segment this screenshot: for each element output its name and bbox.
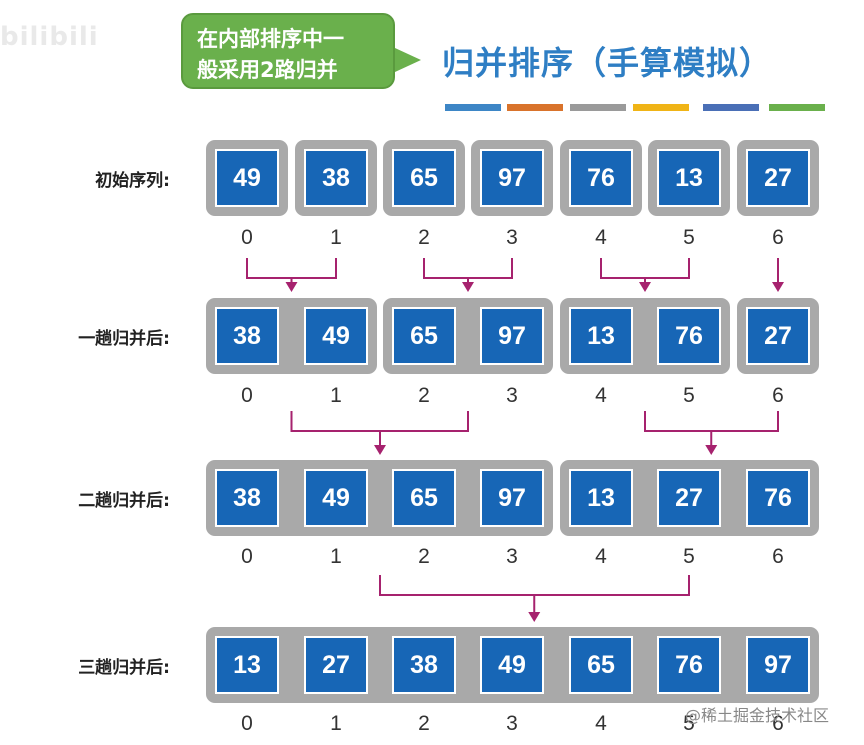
- array-cell: 38: [392, 636, 456, 694]
- callout-tail: [395, 48, 421, 72]
- color-bar-5: [703, 104, 759, 111]
- merge-connector: [290, 411, 469, 447]
- index-label: 2: [418, 384, 430, 407]
- array-cell: 49: [480, 636, 544, 694]
- array-cell: 13: [215, 636, 279, 694]
- index-label: 4: [595, 712, 607, 735]
- row-label-3: 三趟归并后:: [78, 658, 170, 678]
- index-label: 1: [330, 545, 342, 568]
- row-label-0: 初始序列:: [95, 171, 170, 191]
- index-label: 2: [418, 712, 430, 735]
- arrow-head: [639, 282, 651, 292]
- array-cell: 65: [569, 636, 633, 694]
- index-label: 3: [506, 226, 518, 249]
- callout-line-2: 般采用2路归并: [197, 58, 338, 82]
- index-label: 0: [241, 712, 253, 735]
- merge-connector: [644, 411, 779, 447]
- index-label: 1: [330, 226, 342, 249]
- index-label: 3: [506, 545, 518, 568]
- array-cell: 38: [215, 307, 279, 365]
- watermark: @稀土掘金技术社区: [685, 706, 830, 725]
- array-cell: 38: [304, 149, 368, 207]
- merge-connector: [246, 258, 337, 284]
- callout-line-1: 在内部排序中一: [197, 27, 344, 51]
- index-label: 4: [595, 545, 607, 568]
- index-label: 2: [418, 545, 430, 568]
- array-cell: 13: [569, 307, 633, 365]
- array-cell: 27: [746, 149, 810, 207]
- row-label-2: 二趟归并后:: [78, 491, 170, 511]
- color-bar-2: [507, 104, 563, 111]
- array-cell: 76: [746, 469, 810, 527]
- index-label: 4: [595, 384, 607, 407]
- index-label: 6: [772, 545, 784, 568]
- index-label: 5: [683, 712, 695, 735]
- index-label: 6: [772, 384, 784, 407]
- array-cell: 97: [480, 307, 544, 365]
- color-bar-4: [633, 104, 689, 111]
- array-cell: 76: [569, 149, 633, 207]
- array-cell: 38: [215, 469, 279, 527]
- index-label: 3: [506, 712, 518, 735]
- index-label: 5: [683, 545, 695, 568]
- callout-bubble: 在内部排序中一 般采用2路归并: [181, 13, 395, 89]
- array-cell: 49: [215, 149, 279, 207]
- array-cell: 27: [657, 469, 721, 527]
- bilibili-logo: bilibili: [0, 22, 99, 52]
- array-cell: 27: [746, 307, 810, 365]
- array-cell: 13: [657, 149, 721, 207]
- arrow-head: [528, 612, 541, 622]
- array-cell: 97: [480, 149, 544, 207]
- color-bar-1: [445, 104, 501, 111]
- index-label: 2: [418, 226, 430, 249]
- merge-connector: [600, 258, 690, 284]
- array-cell: 97: [746, 636, 810, 694]
- arrow-head: [462, 282, 474, 292]
- array-cell: 13: [569, 469, 633, 527]
- index-label: 5: [683, 226, 695, 249]
- index-label: 3: [506, 384, 518, 407]
- array-cell: 76: [657, 636, 721, 694]
- array-cell: 49: [304, 307, 368, 365]
- arrow-head: [285, 282, 298, 292]
- color-bar-3: [570, 104, 626, 111]
- index-label: 5: [683, 384, 695, 407]
- arrow-head: [705, 445, 718, 455]
- arrow-head: [374, 445, 386, 455]
- index-label: 1: [330, 384, 342, 407]
- row-label-1: 一趟归并后:: [78, 329, 170, 349]
- array-cell: 65: [392, 149, 456, 207]
- index-label: 0: [241, 545, 253, 568]
- array-cell: 65: [392, 469, 456, 527]
- array-cell: 49: [304, 469, 368, 527]
- merge-connector: [423, 258, 513, 284]
- index-label: 6: [772, 712, 784, 735]
- array-cell: 76: [657, 307, 721, 365]
- merge-connector: [379, 575, 690, 614]
- index-label: 0: [241, 226, 253, 249]
- array-cell: 97: [480, 469, 544, 527]
- index-label: 4: [595, 226, 607, 249]
- index-label: 6: [772, 226, 784, 249]
- index-label: 0: [241, 384, 253, 407]
- array-cell: 65: [392, 307, 456, 365]
- page-title: 归并排序（手算模拟）: [442, 44, 773, 82]
- arrow-head: [772, 282, 784, 292]
- array-cell: 27: [304, 636, 368, 694]
- index-label: 1: [330, 712, 342, 735]
- color-bar-6: [769, 104, 825, 111]
